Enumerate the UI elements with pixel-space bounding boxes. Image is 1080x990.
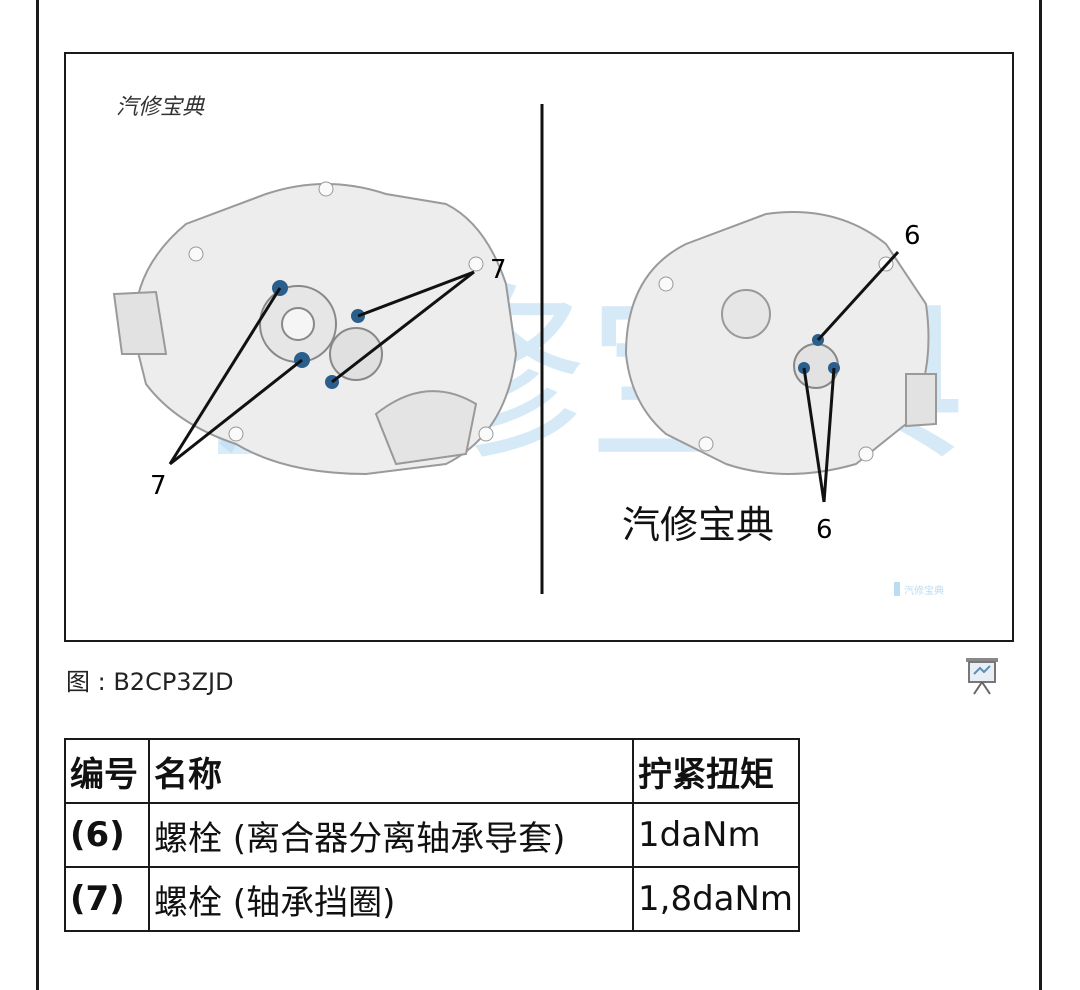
callout-6-upper: 6 [904, 221, 921, 251]
table-row: (6) 螺栓 (离合器分离轴承导套) 1daNm [64, 802, 800, 868]
watermark-top-left: 汽修宝典 [116, 95, 206, 120]
figure-illustration: 汽修宝典 汽修宝典 7 [64, 52, 1014, 642]
table-header-row: 编号 名称 拧紧扭矩 [64, 738, 800, 804]
cell-number: (6) [64, 802, 150, 868]
watermark-small: 汽修宝典 [904, 584, 944, 597]
page-frame [36, 0, 1042, 990]
gearbox-left [112, 181, 518, 476]
small-watermark-logo [894, 582, 900, 596]
cell-number: (7) [64, 866, 150, 932]
header-name: 名称 [148, 738, 634, 804]
header-torque: 拧紧扭矩 [632, 738, 800, 804]
callout-7-upper: 7 [490, 255, 507, 285]
gearbox-right [624, 211, 937, 475]
figure-caption: 图 : B2CP3ZJD [66, 668, 234, 696]
cell-name: 螺栓 (轴承挡圈) [148, 866, 634, 932]
header-number: 编号 [64, 738, 150, 804]
torque-spec-table: 编号 名称 拧紧扭矩 (6) 螺栓 (离合器分离轴承导套) 1daNm (7) … [64, 738, 800, 932]
callout-7-lower: 7 [150, 471, 167, 501]
callout-6-lower: 6 [816, 515, 833, 545]
table-row: (7) 螺栓 (轴承挡圈) 1,8daNm [64, 866, 800, 932]
slideshow-icon[interactable] [962, 654, 1002, 696]
cell-torque: 1,8daNm [632, 866, 800, 932]
gearbox-diagram: 汽修宝典 汽修宝典 7 [112, 95, 966, 597]
callout-lines-right [802, 250, 900, 503]
cell-torque: 1daNm [632, 802, 800, 868]
watermark-label-right: 汽修宝典 [622, 503, 774, 547]
callout-lines-left [168, 270, 475, 466]
cell-name: 螺栓 (离合器分离轴承导套) [148, 802, 634, 868]
